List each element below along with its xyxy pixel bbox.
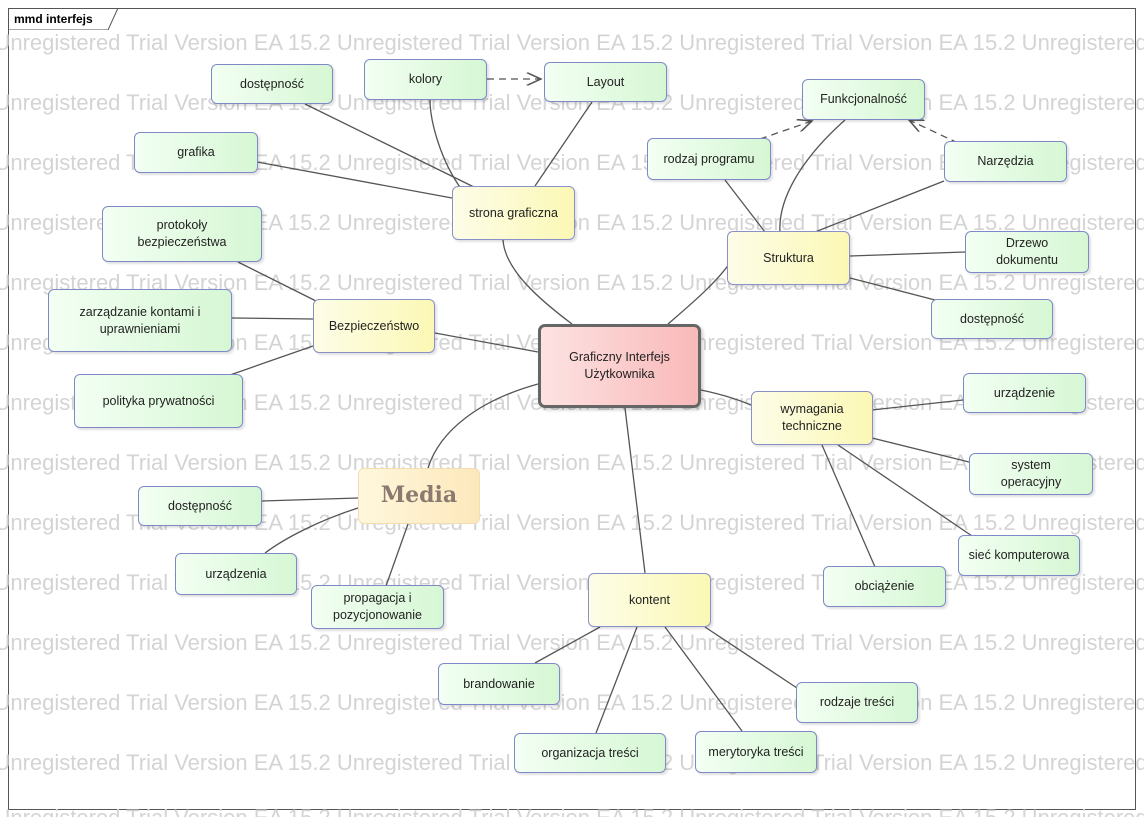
node-label: kontent (628, 592, 670, 607)
node-label: urządzenia (205, 566, 267, 581)
node-struktura[interactable]: Struktura (727, 231, 850, 285)
edge-media-dostepnosc (261, 497, 359, 502)
edge-wym-system (871, 437, 970, 463)
node-label: rodzaje treści (819, 695, 895, 710)
edge-struktura-narzedzia (814, 180, 945, 233)
edge-dashed-narzedzia-funkcjonalnosc (909, 120, 959, 144)
edge-strona-dostepnosc (304, 103, 481, 191)
node-label: Narzędzia (977, 154, 1034, 169)
node-media[interactable]: Media (358, 468, 480, 524)
edge-wym-urzadzenie (871, 399, 964, 411)
edge-kontent-merytoryka (664, 626, 743, 732)
node-label: Layout (586, 74, 625, 89)
node-label: system operacyjny (1000, 458, 1062, 489)
frame-title-tab (8, 8, 118, 30)
node-label: grafika (177, 145, 215, 160)
edge-kontent-organizacja (595, 626, 638, 734)
node-label: dostępność (240, 76, 304, 91)
node-funkcjonalnosc[interactable]: Funkcjonalność (802, 79, 925, 120)
edge-central-kontent (624, 407, 646, 574)
node-label: brandowanie (463, 676, 535, 691)
node-label: propagacja i pozycjonowanie (333, 591, 422, 622)
central-node[interactable]: Graficzny Interfejs Użytkownika (538, 324, 701, 408)
node-kontent[interactable]: kontent (588, 573, 711, 627)
edge-struktura-dostepnosc (849, 277, 936, 301)
edge-central-wymagania (700, 389, 758, 409)
node-label: polityka prywatności (102, 393, 215, 408)
edge-bezp-zarzadzanie (231, 317, 314, 320)
node-layout[interactable]: Layout (544, 62, 667, 102)
node-protokoly-bezpieczenstwa[interactable]: protokoły bezpieczeństwa (102, 206, 262, 262)
node-narzedzia[interactable]: Narzędzia (944, 141, 1067, 182)
node-polityka-prywatnosci[interactable]: polityka prywatności (74, 374, 243, 428)
node-merytoryka-tresci[interactable]: merytoryka treści (695, 731, 817, 773)
node-label: obciążenie (854, 579, 915, 594)
node-zarzadzanie-kontami[interactable]: zarządzanie kontami i uprawnieniami (48, 289, 232, 352)
edge-bezp-polityka (229, 345, 314, 376)
edge-central-media (427, 383, 539, 469)
node-rodzaje-tresci[interactable]: rodzaje treści (796, 682, 918, 723)
node-rodzaj-programu[interactable]: rodzaj programu (647, 138, 771, 180)
node-drzewo-dokumentu[interactable]: Drzewo dokumentu (965, 231, 1089, 273)
edge-dashed-rodzaj-funkcjonalnosc (759, 121, 812, 140)
node-label: dostępność (960, 311, 1024, 326)
node-label: organizacja treści (541, 745, 639, 760)
edge-struktura-drzewo (849, 251, 966, 257)
node-label: Drzewo dokumentu (996, 236, 1058, 267)
central-node-label: Graficzny Interfejs Użytkownika (569, 350, 670, 381)
edge-central-strona (502, 239, 573, 325)
edge-kontent-brandowanie (534, 626, 601, 664)
node-dostepnosc-right[interactable]: dostępność (931, 299, 1053, 339)
node-urzadzenie[interactable]: urządzenie (963, 373, 1086, 413)
node-bezpieczenstwo[interactable]: Bezpieczeństwo (313, 299, 435, 353)
edge-strona-kolory (429, 99, 463, 191)
node-label: Struktura (763, 250, 814, 265)
node-brandowanie[interactable]: brandowanie (438, 663, 560, 705)
node-label: protokoły bezpieczeństwa (137, 218, 227, 249)
edge-wym-siec (837, 444, 976, 539)
node-label: urządzenie (993, 385, 1056, 400)
node-label: merytoryka treści (708, 744, 804, 759)
node-label: kolory (408, 72, 443, 87)
edge-struktura-rodzaj (724, 179, 766, 233)
node-propagacja[interactable]: propagacja i pozycjonowanie (311, 585, 444, 629)
edge-media-propagacja (385, 523, 409, 587)
node-urzadzenia[interactable]: urządzenia (175, 553, 297, 595)
node-label: Media (380, 482, 458, 509)
node-label: strona graficzna (469, 205, 558, 220)
edge-wym-obciazenie (821, 444, 876, 568)
edge-strona-layout (534, 101, 593, 187)
node-label: Bezpieczeństwo (328, 318, 420, 333)
node-kolory[interactable]: kolory (364, 59, 487, 100)
node-label: Funkcjonalność (820, 92, 907, 107)
node-label: rodzaj programu (663, 151, 755, 166)
node-wymagania-techniczne[interactable]: wymagania techniczne (751, 391, 873, 445)
node-system-operacyjny[interactable]: system operacyjny (969, 453, 1093, 495)
edge-central-bezpieczenstwo (434, 332, 539, 353)
node-siec-komputerowa[interactable]: sieć komputerowa (958, 535, 1080, 576)
node-label: sieć komputerowa (968, 548, 1070, 563)
edge-media-urzadzenia (264, 507, 359, 554)
node-dostepnosc-top[interactable]: dostępność (211, 64, 333, 104)
edge-strona-grafika (256, 161, 453, 199)
node-label: wymagania techniczne (780, 402, 844, 433)
node-organizacja-tresci[interactable]: organizacja treści (514, 733, 666, 773)
frame-title: mmd interfejs (14, 12, 93, 26)
node-label: dostępność (168, 498, 232, 513)
node-grafika[interactable]: grafika (134, 132, 258, 173)
edge-bezp-protokoly (237, 261, 319, 303)
node-strona-graficzna[interactable]: strona graficzna (452, 186, 575, 240)
edge-kontent-rodzaje (704, 626, 801, 691)
node-label: zarządzanie kontami i uprawnieniami (79, 304, 201, 336)
edge-struktura-funkcjonalnosc (779, 119, 846, 233)
node-obciazenie[interactable]: obciążenie (823, 566, 946, 607)
node-dostepnosc-media[interactable]: dostępność (138, 486, 262, 526)
edge-central-struktura (667, 257, 734, 325)
